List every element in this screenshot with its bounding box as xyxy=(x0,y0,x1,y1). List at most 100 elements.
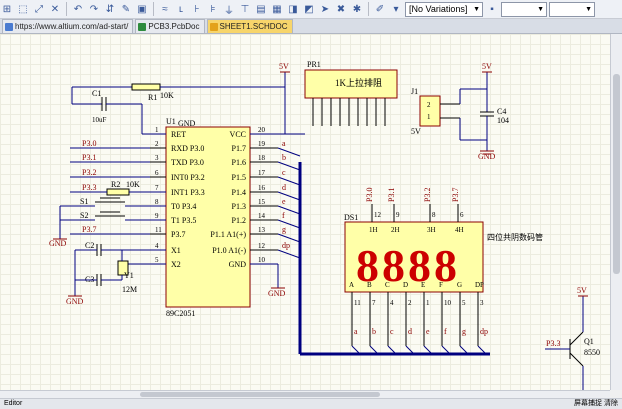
u1-pin-number: 14 xyxy=(258,212,266,220)
port-icon[interactable]: ➤ xyxy=(320,3,330,15)
ds1-bottom-pin-name: B xyxy=(367,281,372,289)
bus-net-label: d xyxy=(282,183,286,192)
s2-switch[interactable]: S2 xyxy=(80,211,125,220)
zoom-fit-icon[interactable]: ⤢ xyxy=(35,3,43,15)
redo-icon[interactable]: ↷ xyxy=(89,3,99,15)
u1-part: 89C2051 xyxy=(166,309,195,318)
mask-combo[interactable]: ▼ xyxy=(549,1,595,17)
chevron-down-icon: ▼ xyxy=(537,5,544,13)
device-sheet-icon[interactable]: ◩ xyxy=(304,3,314,15)
u1-pin-number: 12 xyxy=(258,242,266,250)
ds1-bottom-pin-number: 2 xyxy=(408,299,412,307)
browse-icon[interactable]: ▣ xyxy=(137,3,147,15)
bus-entry xyxy=(277,233,301,243)
port-label: P3.7 xyxy=(82,225,96,234)
gnd-label: GND xyxy=(478,152,496,161)
sheet-entry-icon[interactable]: ◨ xyxy=(288,3,298,15)
scroll-thumb[interactable] xyxy=(140,392,380,397)
ds1-top-pin-name: 4H xyxy=(455,226,464,234)
j1-connector[interactable]: J1 2 1 5V xyxy=(411,87,460,136)
u1-pin-number: 4 xyxy=(155,242,159,250)
r2-resistor[interactable]: R2 10K xyxy=(106,180,140,196)
u1-pin-name: TXD P3.0 xyxy=(171,158,204,167)
u1-pin-name: INT1 P3.3 xyxy=(171,188,205,197)
ds1-net-label: P3.1 xyxy=(387,188,396,202)
port-label: P3.3 xyxy=(82,183,96,192)
u1-right-pins: 2019P1.718P1.617P1.516P1.415P1.314P1.213… xyxy=(210,126,290,269)
u1-pin-number: 9 xyxy=(155,212,159,220)
c4-capacitor[interactable]: C4 104 xyxy=(480,107,509,125)
c2-capacitor[interactable]: C2 xyxy=(85,241,102,256)
variant-icon[interactable]: ▪ xyxy=(490,3,494,15)
ds1-seg-label: b xyxy=(372,327,376,336)
q1-transistor[interactable]: 5V P3.3 Q1 8550 xyxy=(545,286,600,390)
snap-icon[interactable]: ⬚ xyxy=(18,3,28,15)
power-5v-top[interactable]: 5V xyxy=(279,62,290,134)
vcc-power-icon[interactable]: ⊤ xyxy=(240,3,250,15)
filter-combo[interactable]: ▼ xyxy=(501,1,547,17)
u1-pin-number: 5 xyxy=(155,256,159,264)
gnd-symbol-c4[interactable]: GND xyxy=(478,150,496,161)
ds1-bottom-pin-name: C xyxy=(385,281,390,289)
bus-net-label: c xyxy=(282,168,286,177)
u1-pin-number: 20 xyxy=(258,126,266,134)
pencil-icon[interactable]: ✎ xyxy=(121,3,131,15)
u1-pin-name: X1 xyxy=(171,246,181,255)
ds1-top-pin-name: 2H xyxy=(391,226,400,234)
separator xyxy=(66,2,67,16)
gnd-symbol-u1[interactable]: GND xyxy=(268,287,286,298)
u1-body[interactable] xyxy=(165,126,251,308)
status-right[interactable]: 屏幕捕捉 清除 xyxy=(574,400,618,407)
ds1-seg-label: e xyxy=(426,327,430,336)
ds1-bottom-pin-number: 7 xyxy=(372,299,376,307)
tab-sheet1[interactable]: SHEET1.SCHDOC xyxy=(206,19,293,33)
no-erc-icon[interactable]: ✖ xyxy=(336,3,346,15)
schematic-doc-icon xyxy=(209,22,218,31)
u1-pin-number: 8 xyxy=(155,198,159,206)
j1-designator: J1 xyxy=(411,87,418,96)
y1-value: 12M xyxy=(122,285,137,294)
vertical-scrollbar[interactable] xyxy=(610,34,622,390)
r1-resistor[interactable]: R1 10K xyxy=(72,83,285,102)
hierarchy-icon[interactable]: ⇵ xyxy=(105,3,115,15)
bus-entry-icon[interactable]: ⊦ xyxy=(194,3,200,15)
c1-capacitor[interactable]: C1 10uF xyxy=(71,87,142,124)
pr1-resistor-network[interactable]: PR1 1K上拉排阻 xyxy=(304,60,398,126)
y1-crystal[interactable]: Y1 12M xyxy=(117,260,137,294)
gnd-power-icon[interactable]: ⏚ xyxy=(224,5,234,17)
u1-pin-name: P1.2 xyxy=(232,216,246,225)
bus-entry xyxy=(277,176,301,186)
u1-designator: U1 xyxy=(166,117,176,126)
part-icon[interactable]: ▤ xyxy=(256,3,266,15)
u1-pin-number: 13 xyxy=(258,226,266,234)
r2-value: 10K xyxy=(126,180,140,189)
draw-tools-icon[interactable]: ✐ xyxy=(375,3,385,15)
segment-bus[interactable] xyxy=(277,147,490,356)
bus-icon[interactable]: ʟ xyxy=(178,3,184,15)
status-editor: Editor xyxy=(4,400,23,407)
j1-net: 5V xyxy=(411,127,421,136)
tab-altium-start[interactable]: https://www.altium.com/ad-start/ xyxy=(2,19,134,33)
tab-pcb3[interactable]: PCB3.PcbDoc xyxy=(135,19,205,33)
wire-icon[interactable]: ≈ xyxy=(162,3,168,15)
ds1-digits: 8888 xyxy=(356,240,460,291)
net-label-icon[interactable]: ⊧ xyxy=(210,3,216,15)
directive-icon[interactable]: ✱ xyxy=(352,3,362,15)
horizontal-scrollbar[interactable] xyxy=(0,390,610,399)
gnd-symbol-osc[interactable]: GND xyxy=(66,295,84,306)
cross-probe-icon[interactable]: ✕ xyxy=(50,3,60,15)
sheet-symbol-icon[interactable]: ▦ xyxy=(272,3,282,15)
s1-switch[interactable]: S1 xyxy=(80,197,125,206)
open-icon[interactable]: ⊞ xyxy=(2,3,12,15)
undo-icon[interactable]: ↶ xyxy=(73,3,83,15)
ds1-net-label: P3.2 xyxy=(423,188,432,202)
variations-dropdown[interactable]: [No Variations] ▼ xyxy=(405,1,483,17)
u1-pin-name: P1.4 xyxy=(232,188,246,197)
scroll-thumb[interactable] xyxy=(613,74,620,274)
u1-pin-name: P1.0 A1(-) xyxy=(212,246,246,255)
gnd-symbol-switch[interactable]: GND xyxy=(49,238,67,248)
tab-label: PCB3.PcbDoc xyxy=(148,22,200,31)
dropdown-arrow-icon[interactable]: ▾ xyxy=(393,3,399,15)
